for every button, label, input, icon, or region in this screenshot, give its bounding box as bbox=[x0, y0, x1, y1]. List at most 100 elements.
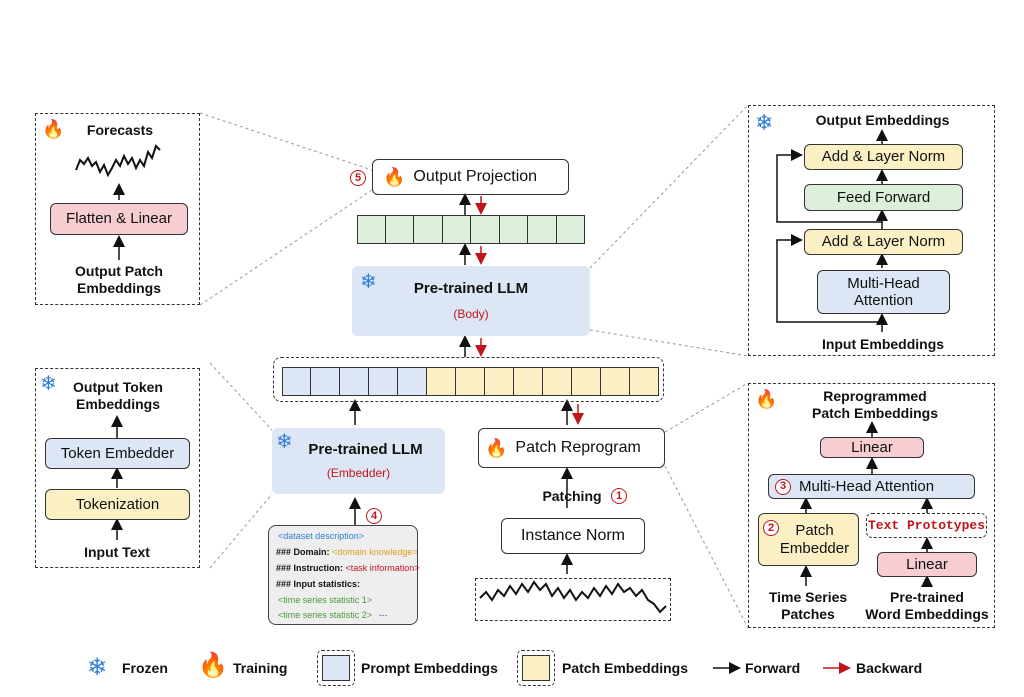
forecast-panel bbox=[35, 113, 200, 305]
input-text-label: Input Text bbox=[84, 544, 150, 560]
prompt-embedding-cell bbox=[398, 367, 427, 396]
step-1-badge: 1 bbox=[611, 488, 627, 504]
reprogram-mha-box: 3 Multi-Head Attention bbox=[768, 474, 975, 499]
llm-body-title: Pre-trained LLM bbox=[413, 280, 529, 298]
llm-body-box: Pre-trained LLM (Body) bbox=[352, 266, 590, 336]
llm-embedder-title: Pre-trained LLM bbox=[308, 441, 423, 459]
multi-head-attention-box: Multi-Head Attention bbox=[817, 270, 950, 314]
output-embedding-cell bbox=[442, 215, 471, 244]
output-projection-label: Output Projection bbox=[413, 167, 538, 185]
patch-embedding-cell bbox=[601, 367, 630, 396]
prompt-box bbox=[268, 525, 418, 625]
output-token-embeddings-label: Output Token Embeddings bbox=[73, 379, 163, 412]
llm-body-subtitle: (Body) bbox=[453, 306, 489, 321]
word-embeddings-label: Pre-trained Word Embeddings bbox=[865, 589, 989, 622]
prompt-domain-key: ### Domain: bbox=[276, 547, 333, 557]
linear-bottom-box: Linear bbox=[877, 552, 977, 577]
output-embedding-row bbox=[357, 215, 585, 244]
output-patch-embeddings-label: Output Patch Embeddings bbox=[75, 263, 163, 296]
prompt-stats-line: ### Input statistics: bbox=[276, 579, 361, 589]
legend-training-label: Training bbox=[233, 660, 288, 676]
patch-embedding-cell bbox=[543, 367, 572, 396]
prompt-embedding-cell bbox=[340, 367, 369, 396]
patch-embedding-cell bbox=[630, 367, 659, 396]
token-embedder-box: Token Embedder bbox=[45, 438, 190, 469]
output-embedding-cell bbox=[528, 215, 557, 244]
step-3-badge: 3 bbox=[775, 478, 791, 495]
prompt-ellipsis: ··· bbox=[378, 610, 388, 620]
snowflake-icon: ❄ bbox=[360, 271, 377, 293]
input-series-box bbox=[475, 578, 671, 621]
patching-label: Patching bbox=[542, 488, 602, 504]
legend-prompt-swatch bbox=[317, 650, 355, 686]
legend-prompt-cell bbox=[322, 655, 350, 681]
embedding-sequence-container bbox=[273, 357, 664, 402]
legend-prompt-embeddings-label: Prompt Embeddings bbox=[361, 660, 498, 676]
text-prototypes-box: Text Prototypes bbox=[866, 513, 987, 538]
reprogram-mha-label: Multi-Head Attention bbox=[799, 477, 935, 495]
flame-icon: 🔥 bbox=[755, 389, 778, 409]
step-2-badge: 2 bbox=[763, 520, 779, 536]
output-embedding-cell bbox=[556, 215, 585, 244]
llm-embedder-subtitle: (Embedder) bbox=[326, 465, 391, 480]
tokenization-box: Tokenization bbox=[45, 489, 190, 520]
zoom-guides bbox=[199, 104, 749, 629]
feed-forward-box: Feed Forward bbox=[804, 184, 963, 211]
forecasts-label: Forecasts bbox=[86, 122, 154, 138]
patch-reprogram-label: Patch Reprogram bbox=[515, 438, 641, 456]
prompt-domain-value: <domain knowledge> bbox=[332, 547, 418, 557]
embedding-sequence-row bbox=[282, 367, 659, 396]
patch-embedding-cell bbox=[485, 367, 514, 396]
output-embedding-cell bbox=[357, 215, 386, 244]
linear-top-box: Linear bbox=[820, 437, 924, 458]
prompt-stat-2: <time series statistic 2> bbox=[278, 610, 373, 620]
transformer-panel bbox=[748, 105, 995, 356]
step-5-badge: 5 bbox=[350, 170, 366, 186]
legend-patch-embeddings-label: Patch Embeddings bbox=[562, 660, 689, 676]
legend-backward-label: Backward bbox=[856, 660, 923, 676]
output-embedding-cell bbox=[385, 215, 414, 244]
add-norm-top-box: Add & Layer Norm bbox=[804, 144, 963, 170]
prompt-dataset-description: <dataset description> bbox=[278, 531, 365, 541]
output-embeddings-label: Output Embeddings bbox=[815, 112, 950, 128]
patch-reprogram-box: 🔥 Patch Reprogram bbox=[478, 428, 665, 468]
prompt-stat-2-line: <time series statistic 2> ··· bbox=[278, 609, 388, 623]
prompt-embedding-cell bbox=[369, 367, 398, 396]
legend-frozen-label: Frozen bbox=[122, 660, 168, 676]
instance-norm-box: Instance Norm bbox=[501, 518, 645, 554]
patch-embedding-cell bbox=[427, 367, 456, 396]
add-norm-bottom-box: Add & Layer Norm bbox=[804, 229, 963, 255]
reprogrammed-embeddings-label: Reprogrammed Patch Embeddings bbox=[811, 388, 939, 421]
flame-icon: 🔥 bbox=[42, 119, 65, 139]
patch-embedder-label: Patch Embedder bbox=[779, 522, 850, 557]
time-series-patches-label: Time Series Patches bbox=[768, 589, 848, 622]
patch-embedding-cell bbox=[514, 367, 543, 396]
legend-forward-label: Forward bbox=[745, 660, 801, 676]
flame-icon: 🔥 bbox=[198, 652, 228, 679]
flatten-linear-box: Flatten & Linear bbox=[50, 203, 188, 235]
flame-icon: 🔥 bbox=[383, 166, 406, 187]
forecast-series-line bbox=[75, 144, 161, 178]
prompt-instruction-value: <task information> bbox=[345, 563, 420, 573]
patch-embedder-box: 2 Patch Embedder bbox=[758, 513, 859, 566]
input-series-line bbox=[479, 580, 667, 614]
step-4-badge: 4 bbox=[366, 508, 382, 524]
prompt-stat-1: <time series statistic 1> bbox=[278, 595, 373, 605]
prompt-instruction-key: ### Instruction: bbox=[276, 563, 346, 573]
patch-embedding-cell bbox=[456, 367, 485, 396]
patch-embedding-cell bbox=[572, 367, 601, 396]
snowflake-icon: ❄ bbox=[276, 431, 293, 453]
legend-patch-cell bbox=[522, 655, 550, 681]
prompt-embedding-cell bbox=[311, 367, 340, 396]
snowflake-icon: ❄ bbox=[87, 654, 108, 681]
flame-icon: 🔥 bbox=[485, 437, 508, 458]
output-embedding-cell bbox=[499, 215, 528, 244]
llm-embedder-box: Pre-trained LLM (Embedder) bbox=[272, 428, 445, 494]
output-embedding-cell bbox=[471, 215, 500, 244]
prompt-domain-line: ### Domain: <domain knowledge> bbox=[276, 546, 418, 560]
reprogram-panel bbox=[748, 383, 995, 628]
snowflake-icon: ❄ bbox=[40, 373, 57, 395]
legend-patch-swatch bbox=[517, 650, 555, 686]
output-embedding-cell bbox=[414, 215, 443, 244]
